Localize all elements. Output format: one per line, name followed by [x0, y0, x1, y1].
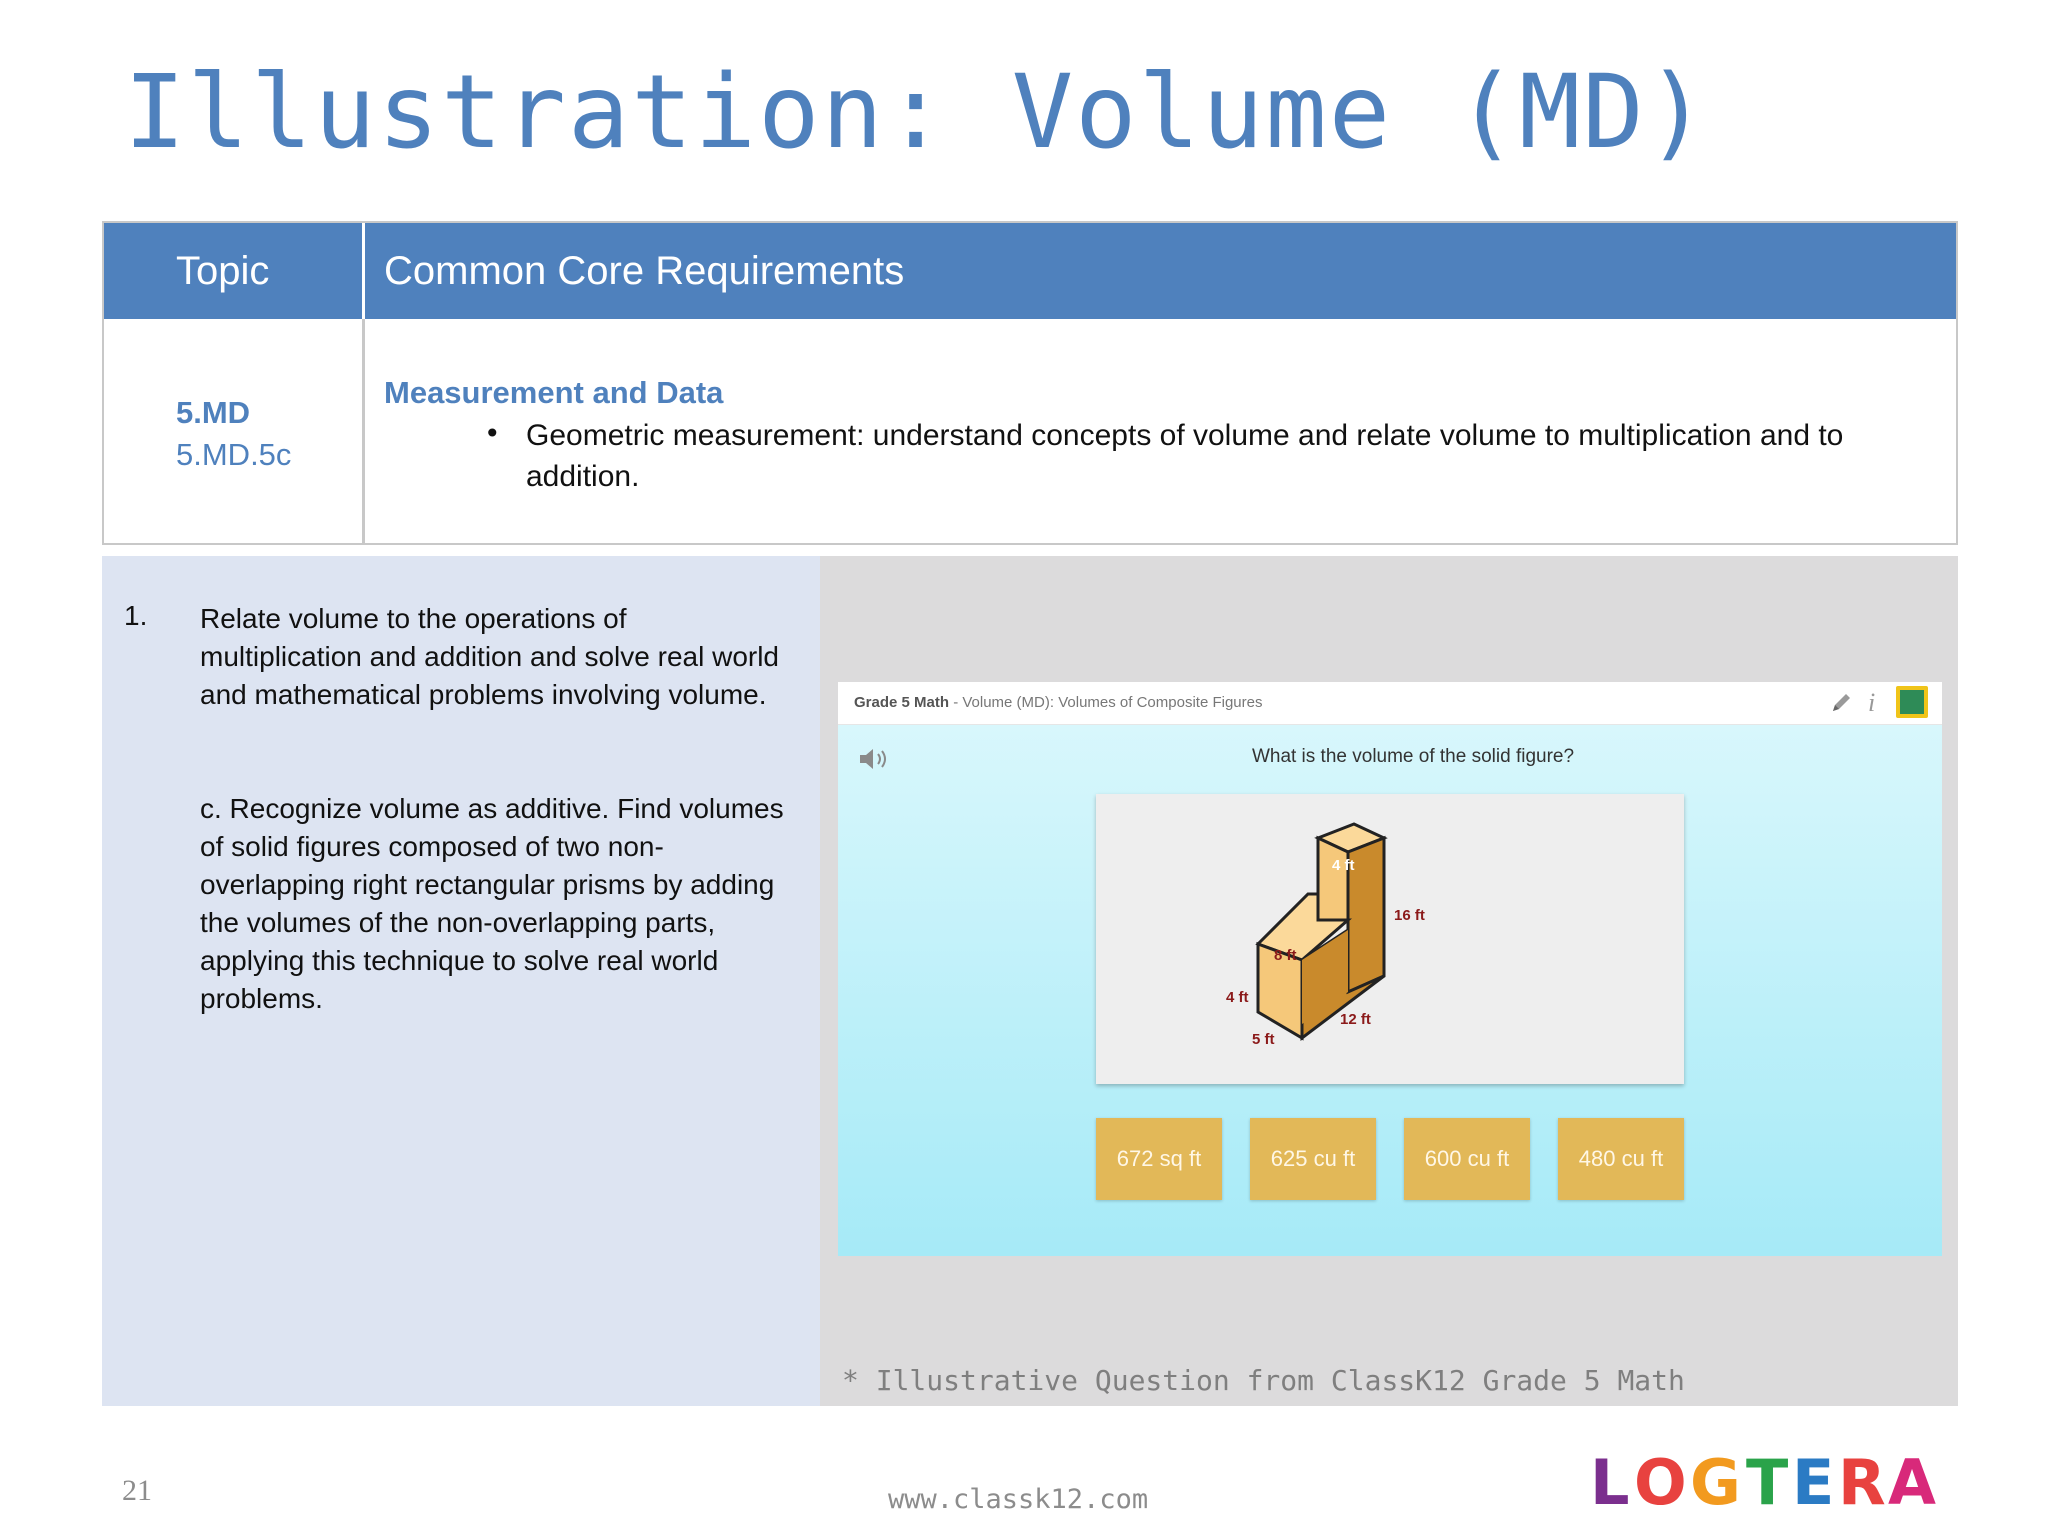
- header-topic: Topic: [176, 249, 270, 293]
- pencil-icon[interactable]: [1828, 690, 1854, 716]
- answer-option-4[interactable]: 480 cu ft: [1558, 1118, 1684, 1200]
- answer-option-3[interactable]: 600 cu ft: [1404, 1118, 1530, 1200]
- bullet-icon: •: [484, 417, 501, 450]
- composite-prism-figure: 4 ft 16 ft 8 ft 4 ft 5 ft 12 ft: [1226, 822, 1425, 1048]
- svg-text:A: A: [1888, 1446, 1936, 1518]
- topic-code: 5.MD: [176, 395, 251, 430]
- svg-text:O: O: [1634, 1446, 1687, 1518]
- label-left-height: 4 ft: [1226, 989, 1249, 1006]
- label-left-length: 8 ft: [1274, 947, 1297, 964]
- svg-text:R: R: [1838, 1446, 1886, 1518]
- standard-panel: 1. Relate volume to the operations of mu…: [102, 556, 820, 1406]
- classroom-icon[interactable]: [1896, 686, 1928, 718]
- svg-text:E: E: [1792, 1446, 1834, 1518]
- info-icon[interactable]: i: [1868, 688, 1876, 717]
- standard-sub-text: c. Recognize volume as additive. Find vo…: [200, 793, 784, 1014]
- label-front-width: 5 ft: [1252, 1031, 1275, 1048]
- breadcrumb-strong: Grade 5 Math: [854, 694, 950, 711]
- speaker-icon[interactable]: [858, 746, 892, 772]
- question-screenshot: Grade 5 Math - Volume (MD): Volumes of C…: [838, 682, 1942, 1256]
- requirement-heading: Measurement and Data: [384, 375, 724, 410]
- answer-option-1[interactable]: 672 sq ft: [1096, 1118, 1222, 1200]
- table-header: Topic Common Core Requirements: [104, 223, 1956, 319]
- svg-text:T: T: [1746, 1446, 1788, 1518]
- illustration-caption: * Illustrative Question from ClassK12 Gr…: [842, 1364, 1685, 1397]
- slide-title: Illustration: Volume (MD): [124, 53, 1710, 172]
- topic-sub-code: 5.MD.5c: [176, 437, 292, 472]
- question-text: What is the volume of the solid figure?: [1251, 746, 1575, 767]
- breadcrumb-rest: - Volume (MD): Volumes of Composite Figu…: [949, 694, 1263, 711]
- label-top: 4 ft: [1332, 857, 1355, 874]
- svg-text:L: L: [1590, 1446, 1630, 1518]
- label-height: 16 ft: [1394, 907, 1425, 924]
- header-divider: [362, 223, 365, 319]
- footer-url[interactable]: www.classk12.com: [888, 1484, 1149, 1515]
- logtera-logo: L O G T E R A: [1590, 1446, 1936, 1518]
- breadcrumb: Grade 5 Math - Volume (MD): Volumes of C…: [854, 694, 1262, 711]
- common-core-table: Topic Common Core Requirements 5.MD 5.MD…: [102, 221, 1958, 545]
- requirement-text: Geometric measurement: understand concep…: [526, 419, 1844, 493]
- header-requirements: Common Core Requirements: [384, 249, 905, 293]
- illustration-panel: Grade 5 Math - Volume (MD): Volumes of C…: [820, 556, 1958, 1406]
- standard-text: Relate volume to the operations of multi…: [200, 603, 780, 710]
- standard-number: 1.: [124, 600, 148, 631]
- label-base-length: 12 ft: [1340, 1011, 1371, 1028]
- svg-text:G: G: [1690, 1446, 1741, 1518]
- screenshot-toolbar: Grade 5 Math - Volume (MD): Volumes of C…: [838, 682, 1942, 725]
- figure-box: 4 ft 16 ft 8 ft 4 ft 5 ft 12 ft: [1096, 794, 1684, 1084]
- column-divider: [362, 319, 365, 545]
- answer-option-2[interactable]: 625 cu ft: [1250, 1118, 1376, 1200]
- page-number: 21: [122, 1474, 152, 1507]
